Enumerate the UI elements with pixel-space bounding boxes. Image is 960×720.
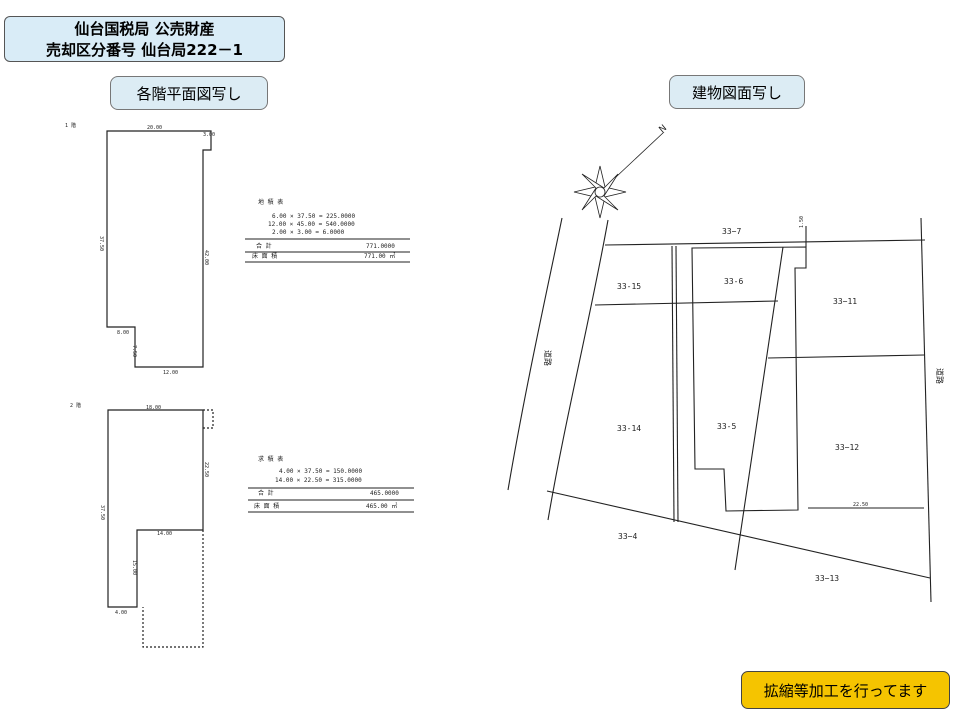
calc-row: 12.00 × 45.00 = 540.0000 (268, 221, 355, 228)
floor-plan-label: 各階平面図写し (110, 76, 268, 110)
lot-label: 33−7 (722, 227, 741, 236)
lot-label: 33-6 (724, 277, 743, 286)
title-line-2: 売却区分番号 仙台局222－1 (46, 41, 243, 59)
north-label: N (658, 123, 670, 135)
area-value: 465.00 ㎡ (366, 502, 397, 510)
dim-text: 42.00 (203, 250, 209, 265)
area-label: 床 面 積 (254, 502, 279, 510)
dim-text: 37.50 (98, 236, 104, 251)
calc-title: 地 積 表 (258, 198, 283, 206)
road-label: 道路 (935, 368, 945, 384)
dim-text: 8.00 (117, 330, 129, 336)
dim-text: 22.50 (203, 462, 209, 477)
lot-labels: 33−7 33-15 33-6 33−11 33-14 33-5 33−12 3… (543, 216, 945, 583)
lot-label: 33−4 (618, 532, 637, 541)
lot-label: 33-5 (717, 422, 736, 431)
sum-label: 合 計 (258, 489, 274, 497)
dim-text: 4.00 (115, 610, 127, 616)
area-label: 床 面 積 (252, 252, 277, 260)
road-label: 道路 (543, 350, 553, 366)
floor1-dims: 1 階 20.00 3.00 37.50 42.00 8.00 7.50 12.… (65, 122, 215, 376)
lot-label: 33−12 (835, 443, 859, 452)
calc-row: 2.00 × 3.00 = 6.0000 (272, 229, 345, 236)
building-plan-label: 建物図面写し (669, 75, 805, 109)
processing-note: 拡縮等加工を行ってます (741, 671, 950, 709)
dim-text: 12.00 (163, 370, 178, 376)
dim-text: 15.00 (131, 560, 137, 575)
site-lines (507, 217, 932, 603)
floor1-outline (106, 130, 212, 368)
dim-text: 7.50 (131, 345, 137, 357)
lot-label: 33−13 (815, 574, 839, 583)
floor1-label: 1 階 (65, 122, 76, 129)
north-arrow-icon: N (573, 123, 670, 219)
floor2-dims: 2 階 18.00 22.50 37.50 14.00 15.00 4.00 (70, 402, 209, 616)
dim-text: 22.50 (853, 502, 868, 508)
dim-text: 18.00 (146, 405, 161, 411)
dim-text: 37.50 (99, 505, 105, 520)
calc-row: 4.00 × 37.50 = 150.0000 (279, 468, 362, 475)
calc-row: 14.00 × 22.50 = 315.0000 (275, 477, 362, 484)
lot-label: 33−11 (833, 297, 857, 306)
title-line-1: 仙台国税局 公売財産 (74, 20, 215, 38)
floor2-label: 2 階 (70, 402, 81, 409)
floor2-calc: 求 積 表 4.00 × 37.50 = 150.0000 14.00 × 22… (248, 455, 414, 513)
floor2-outline (107, 409, 214, 648)
dim-text: 14.00 (157, 531, 172, 537)
area-value: 771.00 ㎡ (364, 252, 395, 260)
floor1-calc: 地 積 表 6.00 × 37.50 = 225.0000 12.00 × 45… (245, 198, 410, 263)
page-title: 仙台国税局 公売財産 売却区分番号 仙台局222－1 (4, 16, 285, 62)
dim-text: 20.00 (147, 125, 162, 131)
dim-text: 3.00 (203, 132, 215, 138)
lot-label: 33-15 (617, 282, 641, 291)
calc-title: 求 積 表 (258, 455, 283, 463)
sum-label: 合 計 (256, 242, 272, 250)
sum-value: 465.0000 (370, 490, 399, 497)
lot-label: 33-14 (617, 424, 641, 433)
sum-value: 771.0000 (366, 243, 395, 250)
calc-row: 6.00 × 37.50 = 225.0000 (272, 213, 355, 220)
dim-text: 1.50 (799, 216, 805, 228)
